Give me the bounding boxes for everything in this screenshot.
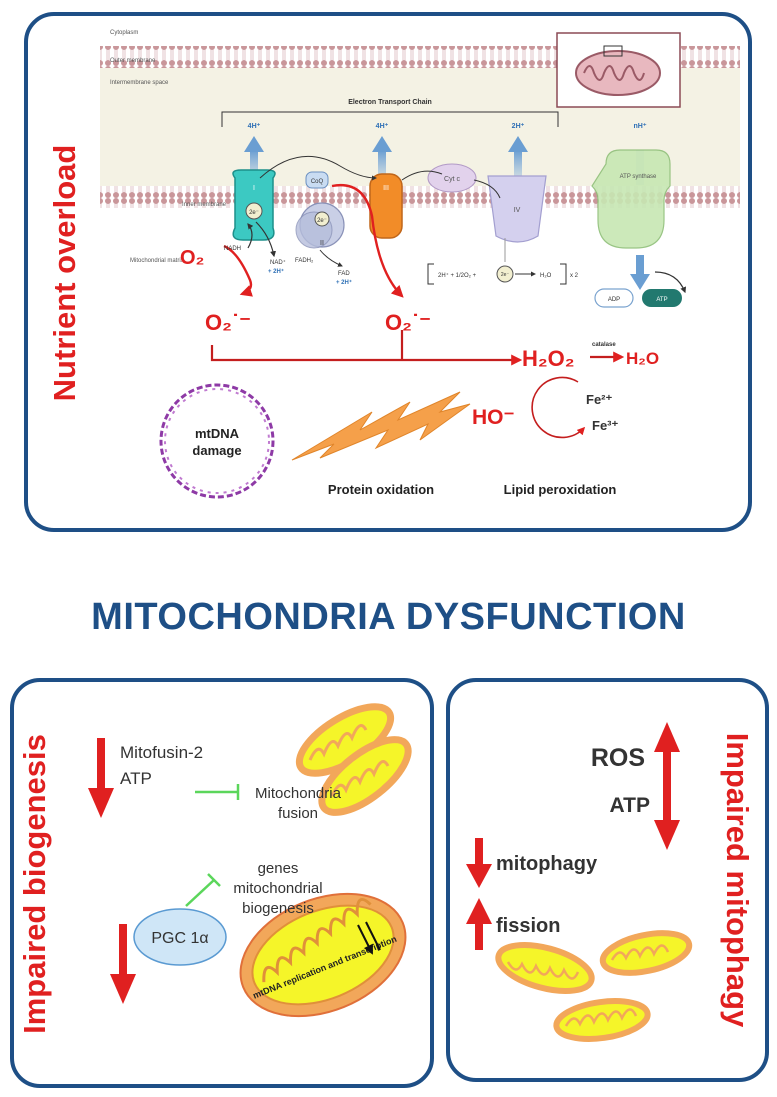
fad-h-label: + 2H⁺ — [336, 279, 352, 286]
biogenesis-diagram: mtDNA replication and transcription Mito… — [88, 703, 412, 1018]
matrix-label: Mitochondrial matrix — [130, 258, 184, 264]
inner-membrane-label: Inner membrane — [182, 202, 227, 208]
mitofusin-label: Mitofusin-2 — [120, 743, 203, 762]
proton-4: nH⁺ — [633, 123, 646, 130]
coq-label: CoQ — [311, 179, 324, 185]
complex-I-label: I — [253, 185, 255, 192]
complex-IV-label: IV — [514, 207, 521, 214]
hydroxyl-label: HO⁻ — [472, 406, 515, 429]
intermembrane-label: Intermembrane space — [110, 80, 169, 86]
fission-label: fission — [496, 915, 560, 937]
ros-label: ROS — [591, 744, 645, 772]
complex-II-label: II — [320, 240, 324, 247]
reaction-mult: x 2 — [570, 273, 579, 279]
fad-label: FAD — [338, 271, 350, 277]
h2o-label: H₂O — [626, 349, 659, 368]
mito-large: mtDNA replication and transcription — [239, 892, 407, 1018]
mito-fragment-2 — [599, 930, 693, 976]
nutrient-overload-panel — [24, 12, 752, 532]
cytc-label: Cyt c — [444, 176, 460, 183]
electron-2: 2e⁻ — [317, 218, 327, 224]
fusion-label-2: fusion — [278, 805, 318, 822]
coq — [305, 171, 329, 189]
outer-membrane-label: Outer membrane — [110, 58, 156, 64]
cyt-c — [427, 163, 477, 193]
electron-3: 2e⁻ — [501, 272, 510, 278]
pgc-label: PGC 1α — [151, 930, 208, 947]
atp-label-left: ATP — [120, 769, 152, 788]
etc-title: Electron Transport Chain — [348, 99, 432, 106]
reaction-right: H₂O — [540, 273, 552, 279]
genes-label-3: biogenesis — [242, 900, 314, 917]
impaired-mitophagy-panel — [446, 678, 769, 1082]
mitophagy-diagram: ROS ATP mitophagy fission — [466, 722, 693, 1042]
mtdna-label-2: damage — [192, 443, 241, 458]
protein-oxidation-label: Protein oxidation — [328, 482, 434, 497]
atp-label: ATP — [656, 297, 667, 303]
proton-1: 4H⁺ — [248, 123, 261, 130]
fe3-label: Fe³⁺ — [592, 418, 619, 433]
atp-synthase-label: ATP synthase — [620, 174, 657, 180]
cytoplasm-label: Cytoplasm — [110, 30, 138, 36]
superoxide-1: O₂˙⁻ — [205, 310, 251, 335]
complex-IV — [487, 175, 547, 243]
main-title: MITOCHONDRIA DYSFUNCTION — [91, 596, 686, 638]
mito-pair-top — [295, 703, 412, 816]
mitophagy-label: mitophagy — [496, 853, 598, 875]
nad-h-label: + 2H⁺ — [268, 268, 284, 275]
adp-pill — [594, 288, 634, 308]
fusion-label-1: Mitochondria — [255, 785, 342, 802]
lipid-peroxidation-label: Lipid peroxidation — [504, 482, 617, 497]
proton-3: 2H⁺ — [512, 123, 525, 130]
fe2-label: Fe²⁺ — [586, 392, 613, 407]
fadh2-label: FADH₂ — [295, 258, 314, 264]
superoxide-2: O₂˙⁻ — [385, 310, 431, 335]
complex-III-label: III — [383, 185, 389, 192]
h2o2-label: H₂O₂ — [522, 346, 575, 371]
etc-diagram: Cytoplasm Outer membrane Intermembrane s… — [100, 30, 740, 499]
etc-bracket — [221, 111, 559, 127]
mito-inset — [575, 50, 661, 96]
impaired-biogenesis-panel — [10, 678, 434, 1088]
mtdna-circle — [159, 383, 275, 499]
genes-label-2: mitochondrial — [233, 880, 322, 897]
o2-label: O₂ — [180, 247, 204, 269]
electron-1: 2e⁻ — [249, 210, 259, 216]
proton-2: 4H⁺ — [376, 123, 389, 130]
protein-oxidation-bolt — [291, 391, 471, 461]
nadh-label: NADH — [224, 246, 241, 252]
catalase-label: catalase — [592, 342, 616, 348]
adp-label: ADP — [608, 297, 620, 303]
atp-pill — [642, 289, 682, 307]
pgc-bubble — [133, 908, 227, 966]
reaction-left: 2H⁺ + 1/2O₂ + — [438, 272, 477, 279]
nad-label: NAD⁺ — [270, 259, 286, 266]
mito-fragment-1 — [495, 942, 595, 994]
mtdna-label-1: mtDNA — [195, 426, 240, 441]
atp-synthase — [591, 149, 671, 249]
genes-label-1: genes — [258, 860, 299, 877]
mito-fragment-3 — [553, 998, 651, 1042]
atp-label-right: ATP — [610, 794, 650, 817]
